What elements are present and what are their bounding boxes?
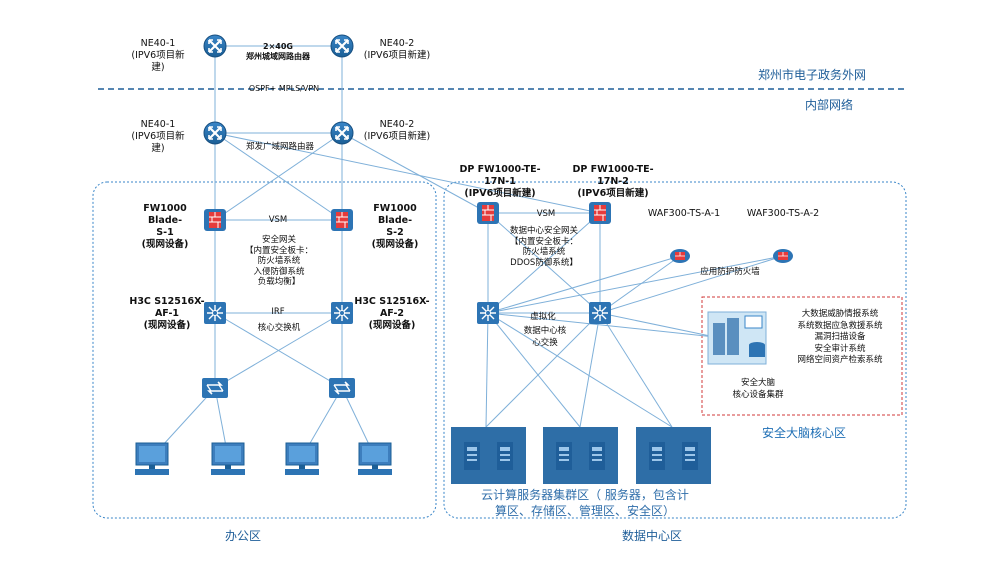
link-to-dp-left bbox=[341, 132, 489, 214]
router-icon bbox=[329, 33, 355, 59]
firewall-icon bbox=[476, 201, 500, 225]
core-switch-icon bbox=[476, 301, 500, 325]
router-label-ne40-1-top: NE40-1(IPV6项目新建) bbox=[131, 38, 185, 73]
router-icon bbox=[202, 33, 228, 59]
server-icon bbox=[464, 442, 480, 470]
waf-1-label: WAF300-TS-A-1 bbox=[647, 208, 721, 219]
brain-system-list: 大数据威胁情报系统 系统数据应急救援系统 漏洞扫描设备 安全审计系统 网络空间资… bbox=[797, 309, 883, 365]
waf-2-label: WAF300-TS-A-2 bbox=[746, 208, 820, 219]
external-network-label: 郑州市电子政务外网 bbox=[758, 68, 867, 82]
firewall-icon bbox=[588, 201, 612, 225]
irf-label: IRF bbox=[271, 307, 285, 317]
core-switch-icon bbox=[203, 301, 227, 325]
switch-left-label: H3C S12516X- AF-1 (现网设备) bbox=[129, 296, 205, 331]
brain-zone-border bbox=[701, 296, 903, 416]
dc-gateway-description: 数据中心安全网关 【内置安全板卡： 防火墙系统 DDOS防御系统】 bbox=[509, 226, 578, 268]
fw-left-label: FW1000 Blade- S-1 (现网设备) bbox=[141, 203, 189, 250]
zone-boundaries bbox=[92, 88, 907, 519]
server-icon bbox=[649, 442, 665, 470]
core-switch-label: 核心交换机 bbox=[257, 323, 301, 333]
internal-network-label: 内部网络 bbox=[805, 98, 854, 112]
office-gateway-description: 安全网关 【内置安全板卡： 防火墙系统 入侵防御系统 负载均衡】 bbox=[244, 235, 313, 287]
access-switch-icon bbox=[328, 377, 356, 399]
link-to-dp-right bbox=[214, 132, 601, 214]
pc-icon bbox=[210, 442, 246, 476]
router-icon bbox=[202, 120, 228, 146]
core-switch-icon bbox=[330, 301, 354, 325]
server-icon bbox=[497, 442, 513, 470]
router-label-ne40-1-mid: NE40-1(IPV6项目新建) bbox=[131, 119, 185, 154]
pc-icon bbox=[357, 442, 393, 476]
router-label-ne40-2-top: NE40-2(IPV6项目新建) bbox=[363, 38, 431, 61]
waf-icon bbox=[669, 248, 691, 264]
office-zone-border bbox=[92, 181, 437, 519]
dc-core-label: 数据中心核 心交换 bbox=[523, 326, 567, 348]
router-label-ne40-2-mid: NE40-2(IPV6项目新建) bbox=[363, 119, 431, 142]
pc-icon bbox=[134, 442, 170, 476]
server-icon bbox=[589, 442, 605, 470]
dp-left-label: DP FW1000-TE- 17N-1 (IPV6项目新建) bbox=[459, 164, 541, 199]
server-clusters bbox=[451, 427, 711, 484]
firewall-icon bbox=[330, 208, 354, 232]
server-icon bbox=[556, 442, 572, 470]
dc-zone-border bbox=[443, 181, 907, 519]
mid-link-label: 郑发广域网路由器 bbox=[245, 142, 314, 152]
dp-right-label: DP FW1000-TE- 17N-2 (IPV6项目新建) bbox=[572, 164, 654, 199]
brain-cluster-label: 安全大脑 核心设备集群 bbox=[732, 378, 784, 400]
waf-icon bbox=[772, 248, 794, 264]
ospf-label: OSPF+ MPLS/VPN bbox=[248, 84, 320, 93]
office-zone-label: 办公区 bbox=[225, 529, 262, 543]
dc-zone-label: 数据中心区 bbox=[622, 529, 683, 543]
access-switch-icon bbox=[201, 377, 229, 399]
server-icon bbox=[682, 442, 698, 470]
link-cross-2 bbox=[214, 132, 343, 221]
pc-icon bbox=[284, 442, 320, 476]
vsm-label-dc: VSM bbox=[536, 209, 556, 219]
server-rack-3 bbox=[636, 427, 711, 484]
cloud-cluster-label: 云计算服务器集群区（ 服务器，包含计 算区、存储区、管理区、安全区） bbox=[481, 488, 689, 518]
brain-zone-label: 安全大脑核心区 bbox=[762, 426, 847, 440]
links bbox=[151, 45, 784, 458]
server-rack-1 bbox=[451, 427, 526, 484]
virtualization-label: 虚拟化 bbox=[530, 312, 556, 322]
core-switch-icon bbox=[588, 301, 612, 325]
app-firewall-label: 应用防护防火墙 bbox=[700, 267, 760, 277]
switch-right-label: H3C S12516X- AF-2 (现网设备) bbox=[354, 296, 430, 331]
security-brain-cluster-icon bbox=[707, 311, 767, 365]
server-rack-2 bbox=[543, 427, 618, 484]
router-icon bbox=[329, 120, 355, 146]
vsm-label-office: VSM bbox=[268, 215, 288, 225]
fw-right-label: FW1000 Blade- S-2 (现网设备) bbox=[371, 203, 419, 250]
firewall-icon bbox=[203, 208, 227, 232]
